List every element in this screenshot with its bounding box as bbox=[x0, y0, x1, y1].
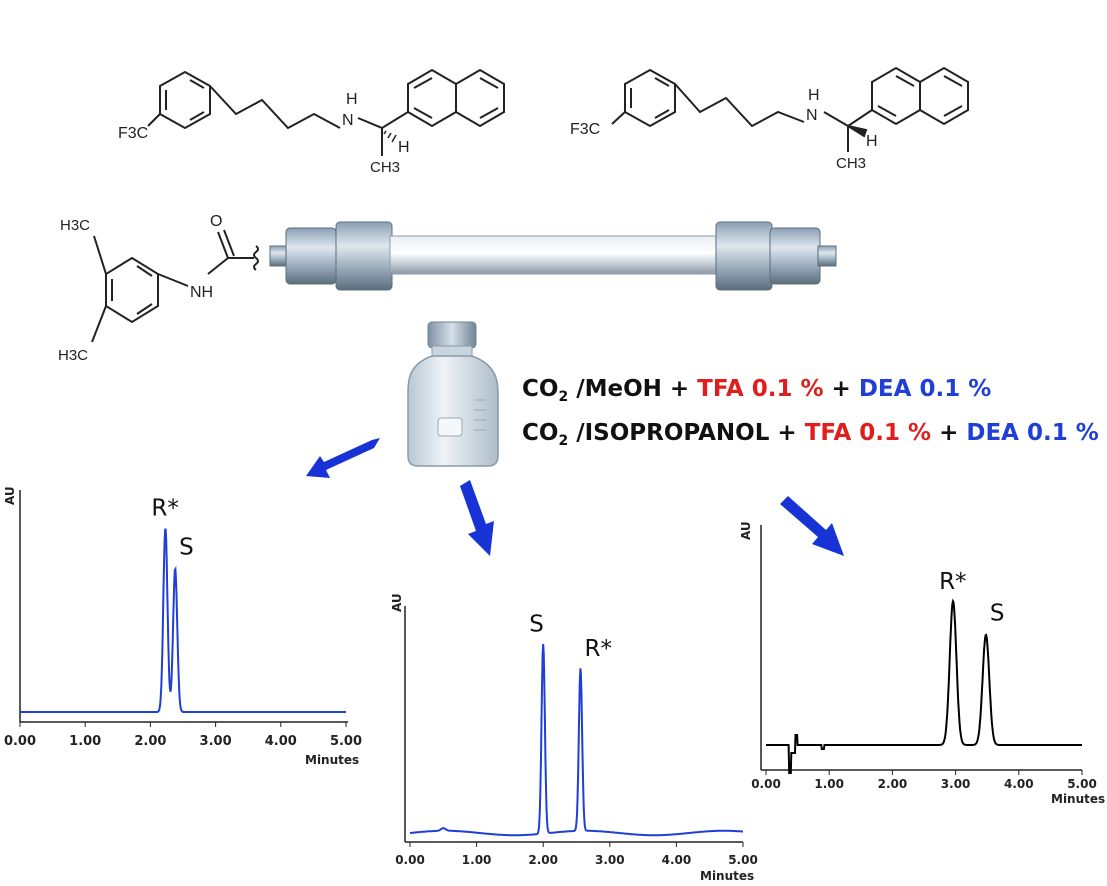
left-enantiomer-structure bbox=[147, 68, 505, 156]
left-h-label: H bbox=[398, 139, 410, 156]
right-ch3-label: CH3 bbox=[836, 155, 866, 172]
condition-line-isopropanol: CO2 /ISOPROPANOL + TFA 0.1 % + DEA 0.1 % bbox=[522, 420, 1099, 449]
chromatogram-left-ylabel: AU bbox=[3, 486, 17, 505]
x-tick-label: 5.00 bbox=[330, 734, 362, 749]
left-nh-h-label: H bbox=[346, 91, 358, 108]
chromatogram-right-peak-label-r: R* bbox=[939, 569, 966, 595]
chromatogram-middle: 0.00 1.00 2.00 3.00 4.00 5.00 Minutes AU S R* bbox=[390, 593, 758, 883]
chromatogram-left-peak-label-s: S bbox=[179, 534, 194, 560]
solvent-text: /MeOH + bbox=[568, 376, 698, 402]
x-tick-label: 3.00 bbox=[941, 777, 971, 791]
x-tick-label: 3.00 bbox=[595, 853, 625, 867]
x-tick-label: 0.00 bbox=[4, 734, 36, 749]
selector-h3c-top-label: H3C bbox=[60, 217, 90, 234]
chromatogram-right-xlabel: Minutes bbox=[1051, 792, 1105, 806]
plus-text: + bbox=[823, 376, 859, 402]
x-tick-label: 2.00 bbox=[528, 853, 558, 867]
right-nh-h-label: H bbox=[808, 87, 820, 104]
left-ch3-label: CH3 bbox=[370, 159, 400, 176]
x-tick-label: 0.00 bbox=[751, 777, 781, 791]
x-tick-label: 5.00 bbox=[1067, 777, 1097, 791]
chromatogram-left: 0.00 1.00 2.00 3.00 4.00 5.00 Minutes AU R* S bbox=[3, 486, 362, 767]
x-tick-label: 1.00 bbox=[814, 777, 844, 791]
tfa-additive: TFA 0.1 % bbox=[804, 420, 932, 446]
x-tick-label: 3.00 bbox=[200, 734, 232, 749]
x-tick-label: 1.00 bbox=[69, 734, 101, 749]
right-enantiomer-structure bbox=[611, 66, 969, 152]
co2-text: CO bbox=[522, 420, 559, 446]
left-n-label: N bbox=[342, 112, 354, 129]
co2-subscript: 2 bbox=[558, 433, 569, 449]
right-n-label: N bbox=[806, 107, 818, 124]
left-f3c-label: F3C bbox=[118, 125, 148, 142]
solvent-bottle-icon bbox=[407, 321, 499, 467]
selector-nh-label: NH bbox=[190, 284, 213, 301]
chromatogram-left-trace bbox=[20, 528, 346, 713]
dea-additive: DEA 0.1 % bbox=[966, 420, 1099, 446]
chromatography-column-icon bbox=[269, 221, 837, 291]
chromatogram-middle-xlabel: Minutes bbox=[700, 869, 754, 883]
chromatogram-middle-peak-label-r: R* bbox=[584, 636, 611, 662]
dea-additive: DEA 0.1 % bbox=[858, 376, 992, 402]
condition-line-methanol: CO2 /MeOH + TFA 0.1 % + DEA 0.1 % bbox=[522, 376, 991, 405]
chromatogram-middle-peak-label-s: S bbox=[529, 611, 544, 637]
chromatogram-left-peak-label-r: R* bbox=[151, 496, 178, 522]
chromatogram-left-xlabel: Minutes bbox=[305, 753, 359, 767]
arrow-to-left-chromatogram-icon bbox=[306, 438, 380, 478]
chromatogram-right-peak-label-s: S bbox=[990, 601, 1005, 627]
chromatogram-right-trace bbox=[766, 598, 1082, 774]
x-tick-label: 4.00 bbox=[1004, 777, 1034, 791]
chromatogram-middle-trace bbox=[409, 644, 743, 837]
x-tick-label: 2.00 bbox=[134, 734, 166, 749]
solvent-text: /ISOPROPANOL + bbox=[568, 420, 805, 446]
co2-text: CO bbox=[522, 376, 559, 402]
chromatogram-right: 0.00 1.00 2.00 3.00 4.00 5.00 Minutes AU R* S bbox=[739, 521, 1105, 806]
right-h-label: H bbox=[866, 133, 878, 150]
selector-h3c-bottom-label: H3C bbox=[58, 347, 88, 364]
x-tick-label: 0.00 bbox=[395, 853, 425, 867]
x-tick-label: 4.00 bbox=[265, 734, 297, 749]
x-tick-label: 5.00 bbox=[728, 853, 758, 867]
chiral-selector-structure bbox=[91, 229, 259, 343]
chromatogram-right-ylabel: AU bbox=[739, 521, 753, 540]
plus-text: + bbox=[931, 420, 967, 446]
chromatogram-middle-ylabel: AU bbox=[390, 593, 404, 612]
x-tick-label: 2.00 bbox=[878, 777, 908, 791]
arrow-to-right-chromatogram-icon bbox=[780, 496, 844, 556]
x-tick-label: 4.00 bbox=[662, 853, 692, 867]
x-tick-label: 1.00 bbox=[462, 853, 492, 867]
co2-subscript: 2 bbox=[558, 389, 569, 405]
selector-o-label: O bbox=[210, 213, 222, 230]
tfa-additive: TFA 0.1 % bbox=[697, 376, 824, 402]
right-f3c-label: F3C bbox=[570, 121, 600, 138]
arrow-to-middle-chromatogram-icon bbox=[460, 480, 494, 556]
